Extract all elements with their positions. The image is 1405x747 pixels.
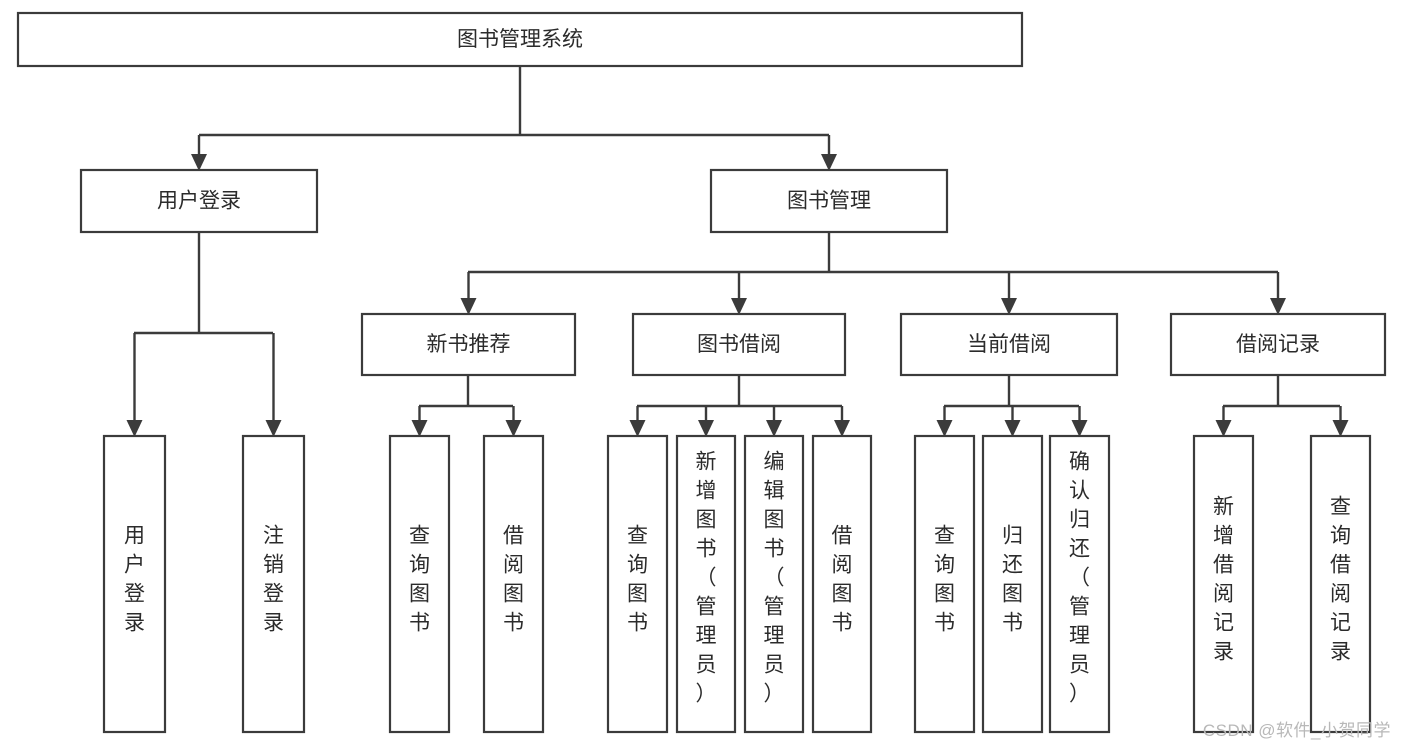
connector-userlogin-children — [126, 232, 282, 437]
leaf-node[interactable]: 查询借阅记录 — [1309, 434, 1372, 734]
level3-node[interactable]: 当前借阅 — [899, 312, 1119, 377]
node-label: 借阅图书 — [503, 525, 524, 635]
leaf-node-box[interactable] — [482, 434, 545, 734]
leaf-node[interactable]: 查询图书 — [606, 434, 669, 734]
leaf-node[interactable]: 查询图书 — [913, 434, 976, 734]
node-label: 查询图书 — [627, 525, 648, 635]
leaf-node-box[interactable] — [1192, 434, 1255, 734]
leaf-node[interactable]: 新增图书（管理员） — [675, 434, 737, 734]
node-label: 查询图书 — [934, 525, 955, 635]
connector-record-children — [1215, 375, 1349, 437]
leaf-node[interactable]: 查询图书 — [388, 434, 451, 734]
node-label: 编辑图书（管理员） — [764, 451, 785, 706]
leaf-node-box[interactable] — [388, 434, 451, 734]
connector-current-children — [936, 375, 1088, 437]
level3-node-box[interactable] — [631, 312, 847, 377]
leaf-node-box[interactable] — [981, 434, 1044, 734]
node-label: 新增借阅记录 — [1213, 496, 1234, 664]
node-label: 注销登录 — [263, 525, 284, 635]
leaf-node[interactable]: 新增借阅记录 — [1192, 434, 1255, 734]
root-node-box[interactable] — [16, 11, 1024, 68]
connectors-layer — [126, 66, 1349, 437]
leaf-node-box[interactable] — [1048, 434, 1111, 734]
leaf-node-box[interactable] — [1309, 434, 1372, 734]
level3-node-box[interactable] — [1169, 312, 1387, 377]
leaf-node[interactable]: 借阅图书 — [482, 434, 545, 734]
connector-root-to-level2 — [191, 66, 837, 171]
node-label: 查询借阅记录 — [1330, 496, 1351, 664]
connector-newbook-children — [411, 375, 522, 437]
level2-node[interactable]: 图书管理 — [709, 168, 949, 234]
leaf-node-box[interactable] — [241, 434, 306, 734]
node-label: 查询图书 — [409, 525, 430, 635]
node-label: 用户登录 — [157, 190, 241, 213]
node-label: 新增图书（管理员） — [696, 451, 717, 706]
node-label: 图书借阅 — [697, 333, 781, 356]
leaf-node-box[interactable] — [102, 434, 167, 734]
leaf-node-box[interactable] — [811, 434, 873, 734]
node-label: 新书推荐 — [427, 333, 511, 356]
leaf-node-box[interactable] — [743, 434, 805, 734]
level2-node-box[interactable] — [79, 168, 319, 234]
level3-node[interactable]: 借阅记录 — [1169, 312, 1387, 377]
leaf-node-box[interactable] — [606, 434, 669, 734]
node-label: 确认归还（管理员） — [1069, 451, 1090, 706]
level2-node[interactable]: 用户登录 — [79, 168, 319, 234]
leaf-node[interactable]: 用户登录 — [102, 434, 167, 734]
node-label: 当前借阅 — [967, 333, 1051, 356]
leaf-node[interactable]: 注销登录 — [241, 434, 306, 734]
node-label: 图书管理 — [787, 190, 871, 213]
leaf-node-box[interactable] — [675, 434, 737, 734]
node-label: 用户登录 — [124, 525, 145, 635]
level3-node-box[interactable] — [899, 312, 1119, 377]
node-label: 归还图书 — [1002, 525, 1023, 635]
nodes-layer: 图书管理系统用户登录图书管理新书推荐图书借阅当前借阅借阅记录用户登录注销登录查询… — [16, 11, 1387, 734]
level3-node[interactable]: 新书推荐 — [360, 312, 577, 377]
leaf-node[interactable]: 确认归还（管理员） — [1048, 434, 1111, 734]
level3-node[interactable]: 图书借阅 — [631, 312, 847, 377]
leaf-node[interactable]: 归还图书 — [981, 434, 1044, 734]
level2-node-box[interactable] — [709, 168, 949, 234]
node-label: 图书管理系统 — [457, 28, 583, 51]
leaf-node-box[interactable] — [913, 434, 976, 734]
root-node[interactable]: 图书管理系统 — [16, 11, 1024, 68]
connector-borrow-children — [629, 375, 850, 437]
connector-level2-to-level3 — [460, 232, 1286, 315]
leaf-node[interactable]: 借阅图书 — [811, 434, 873, 734]
leaf-node[interactable]: 编辑图书（管理员） — [743, 434, 805, 734]
node-label: 借阅图书 — [832, 525, 853, 635]
node-label: 借阅记录 — [1236, 333, 1320, 356]
level3-node-box[interactable] — [360, 312, 577, 377]
